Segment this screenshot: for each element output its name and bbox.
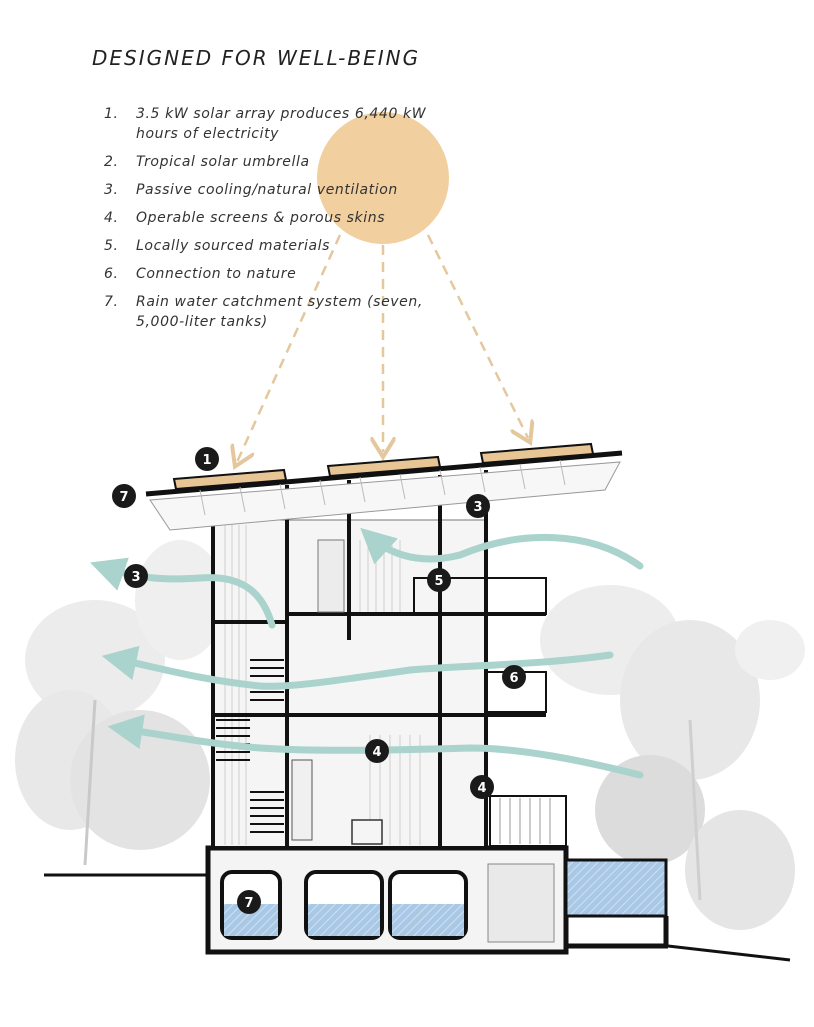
legend-text: Connection to nature xyxy=(136,266,297,282)
legend-number: 6. xyxy=(104,266,119,282)
callout-marker: 3 xyxy=(124,564,148,588)
legend-number: 2. xyxy=(104,154,119,170)
callout-label: 7 xyxy=(244,896,253,911)
callout-marker: 3 xyxy=(466,494,490,518)
callout-label: 1 xyxy=(202,453,211,468)
diagram-title: DESIGNED FOR WELL-BEING xyxy=(92,46,421,70)
legend-text: Locally sourced materials xyxy=(136,238,331,254)
callout-label: 3 xyxy=(131,570,140,585)
callout-marker: 5 xyxy=(427,568,451,592)
legend-text: Rain water catchment system (seven, 5,00… xyxy=(136,294,423,330)
legend-item: 4. Operable screens & porous skins xyxy=(104,208,434,228)
callout-label: 4 xyxy=(372,745,381,760)
callout-label: 5 xyxy=(434,574,443,589)
legend-text: Operable screens & porous skins xyxy=(136,210,386,226)
legend-item: 7. Rain water catchment system (seven, 5… xyxy=(104,292,434,332)
solar-rays xyxy=(237,234,528,462)
callout-marker: 6 xyxy=(502,665,526,689)
legend-text: Tropical solar umbrella xyxy=(136,154,310,170)
ground-line xyxy=(44,873,791,962)
legend-text: 3.5 kW solar array produces 6,440 kW hou… xyxy=(136,106,427,142)
legend-number: 4. xyxy=(104,210,119,226)
callout-marker: 1 xyxy=(195,447,219,471)
legend-number: 5. xyxy=(104,238,119,254)
legend-item: 5. Locally sourced materials xyxy=(104,236,434,256)
legend-item: 2. Tropical solar umbrella xyxy=(104,152,434,172)
legend-number: 3. xyxy=(104,182,119,198)
legend-item: 1. 3.5 kW solar array produces 6,440 kW … xyxy=(104,104,434,144)
legend-text: Passive cooling/natural ventilation xyxy=(136,182,398,198)
solar-panel xyxy=(479,442,595,465)
legend-item: 6. Connection to nature xyxy=(104,264,434,284)
solar-panel xyxy=(326,455,442,478)
legend-item: 3. Passive cooling/natural ventilation xyxy=(104,180,434,200)
callout-label: 7 xyxy=(119,490,128,505)
legend-number: 7. xyxy=(104,294,119,310)
callout-label: 3 xyxy=(473,500,482,515)
legend-list: 1. 3.5 kW solar array produces 6,440 kW … xyxy=(104,104,434,340)
legend-number: 1. xyxy=(104,106,119,122)
callout-marker: 4 xyxy=(365,739,389,763)
cistern-level xyxy=(205,845,669,955)
callout-marker: 4 xyxy=(470,775,494,799)
background-foliage xyxy=(15,540,805,930)
callout-marker: 7 xyxy=(112,484,136,508)
callout-label: 6 xyxy=(509,671,518,686)
solar-panel xyxy=(172,468,288,491)
callout-marker: 7 xyxy=(237,890,261,914)
callout-label: 4 xyxy=(477,781,486,796)
building-frame xyxy=(208,470,567,850)
solar-umbrella-roof xyxy=(145,442,623,531)
sun-icon xyxy=(317,112,449,244)
